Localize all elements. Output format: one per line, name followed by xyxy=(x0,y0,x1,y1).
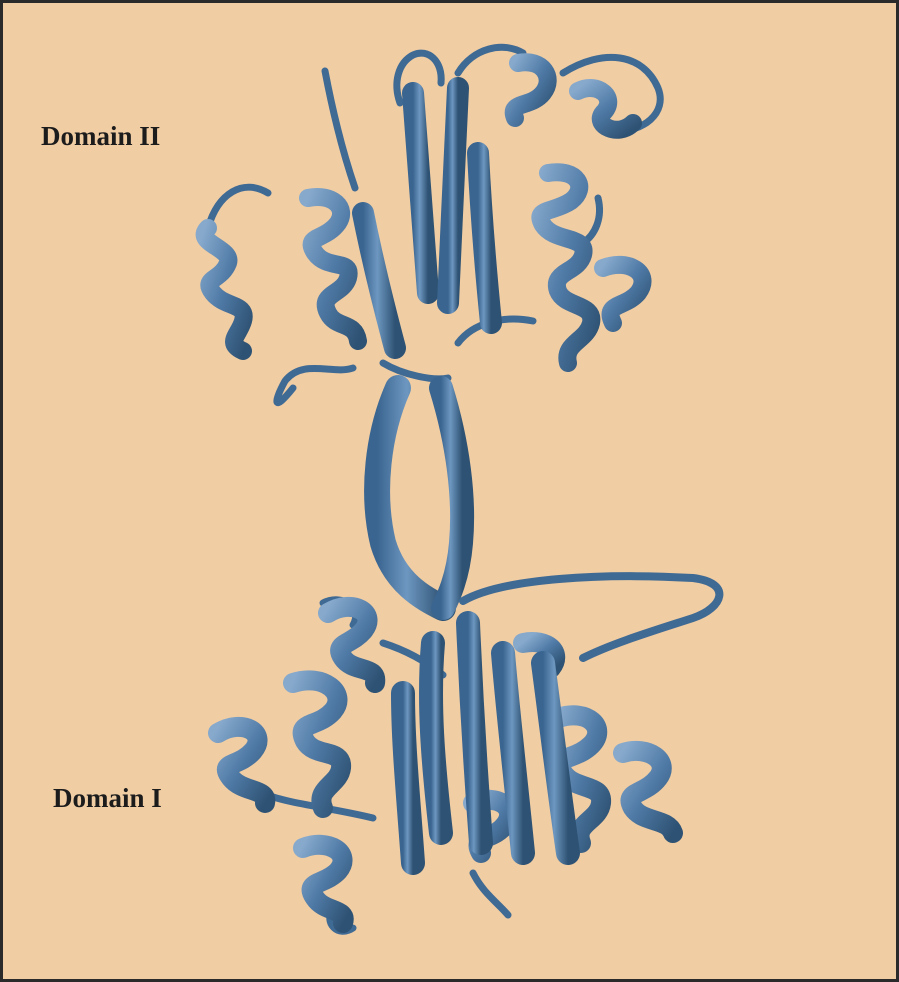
linker-hairpin xyxy=(377,388,719,658)
domain-ii-label: Domain II xyxy=(41,121,160,152)
domain-i-label: Domain I xyxy=(53,783,162,814)
domain-i-strands xyxy=(403,623,568,863)
domain-ii-strands xyxy=(363,88,491,348)
domain-ii-loops xyxy=(208,47,660,402)
domain-ii-structure xyxy=(205,47,661,402)
